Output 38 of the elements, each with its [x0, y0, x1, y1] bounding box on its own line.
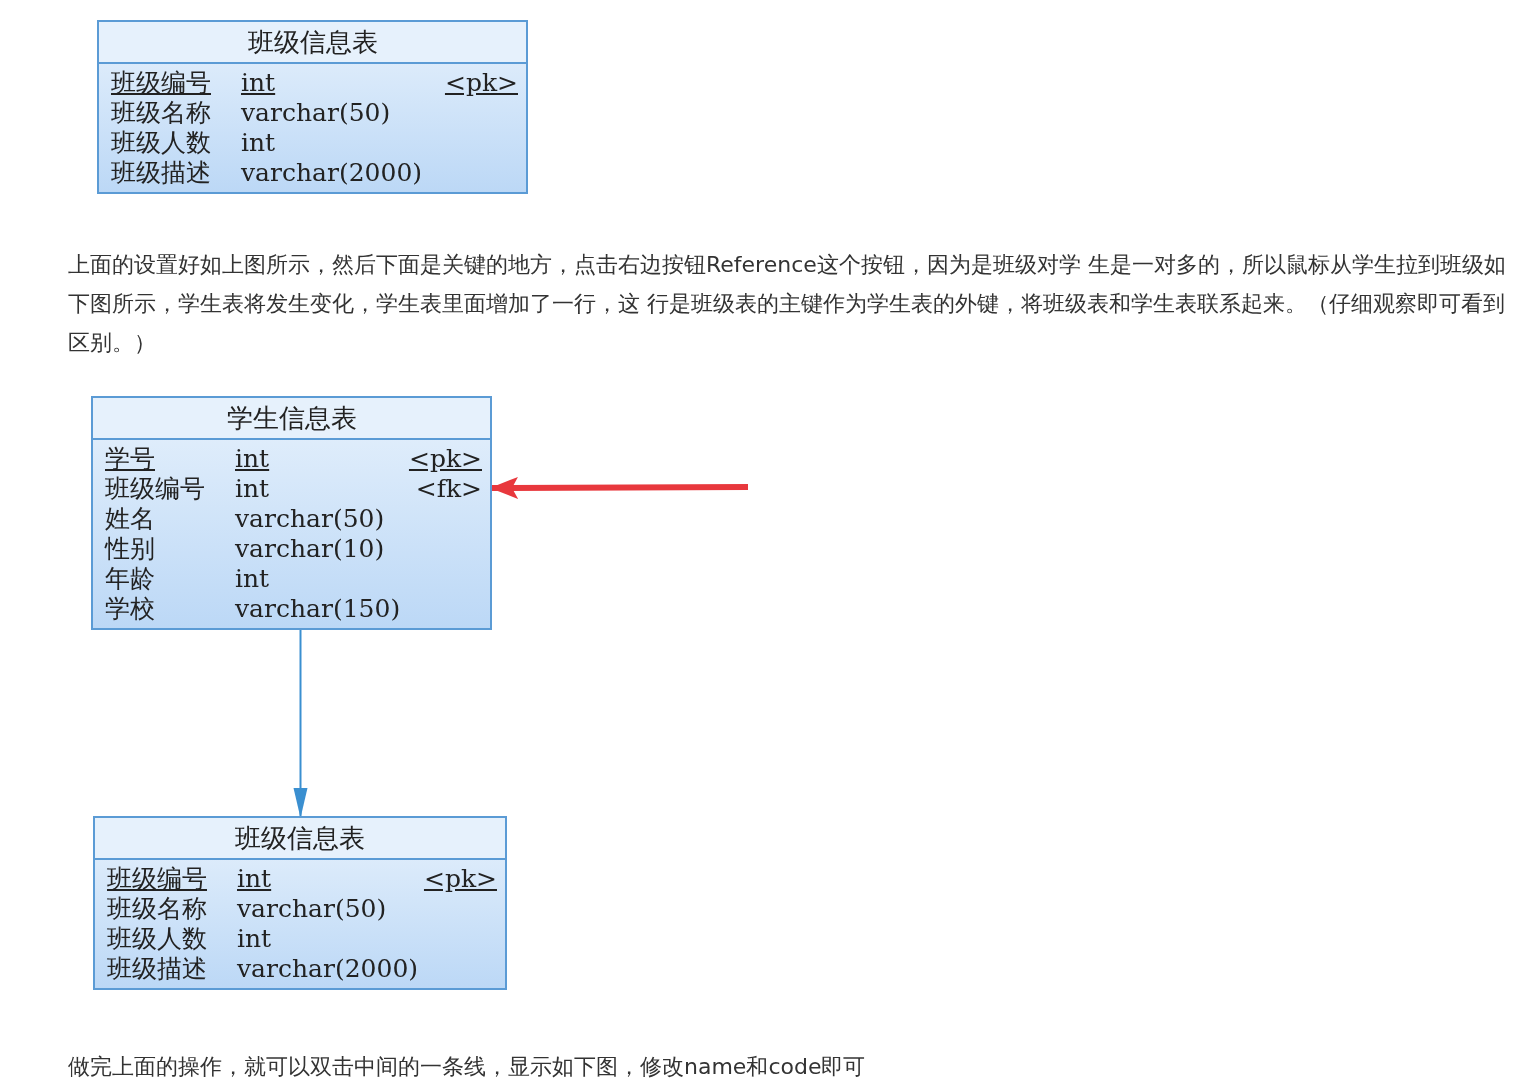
field-name: 性别	[105, 534, 155, 564]
field-type: int	[241, 128, 276, 158]
body-paragraph: 做完上面的操作，就可以双击中间的一条线，显示如下图，修改name和code即可	[68, 1053, 867, 1081]
field-name: 学号	[105, 444, 155, 474]
field-name: 姓名	[105, 504, 155, 534]
body-paragraph: 上面的设置好如上图所示，然后下面是关键的地方，点击右边按钮Reference这个按钮，因为是班级对学 生是一对多的，所以鼠标从学生拉到班级如下图所示，学生表将发生变化，学生表里面增加了一行，这 行是班级表的主键作为学生表的外键，将班级表和学生表联系起来。（仔细观察即可看到区别。）	[68, 251, 1507, 357]
field-name: 年龄	[105, 564, 155, 594]
field-type: int	[237, 864, 272, 894]
field-name: 班级描述	[107, 954, 207, 984]
field-name: 班级名称	[111, 98, 211, 128]
field-type: int	[235, 474, 270, 504]
field-type: varchar(50)	[237, 894, 387, 924]
field-name: 学校	[105, 594, 155, 624]
field-name: 班级编号	[107, 864, 207, 894]
field-type: int	[235, 444, 270, 474]
key-marker: <pk>	[408, 444, 482, 474]
key-marker: <pk>	[423, 864, 497, 894]
field-type: int	[237, 924, 272, 954]
field-type: varchar(10)	[235, 534, 385, 564]
field-type: varchar(50)	[241, 98, 391, 128]
field-name: 班级编号	[105, 474, 205, 504]
reference-connector	[293, 629, 308, 818]
key-marker: <pk>	[444, 68, 518, 98]
key-marker: <fk>	[415, 474, 482, 504]
field-type: varchar(50)	[235, 504, 385, 534]
field-name: 班级名称	[107, 894, 207, 924]
field-name: 班级人数	[107, 924, 207, 954]
entity-table	[93, 816, 507, 990]
field-type: int	[241, 68, 276, 98]
field-type: varchar(2000)	[241, 158, 423, 188]
field-name: 班级编号	[111, 68, 211, 98]
entity-table	[91, 396, 492, 630]
field-type: varchar(2000)	[237, 954, 419, 984]
field-name: 班级人数	[111, 128, 211, 158]
field-type: varchar(150)	[235, 594, 401, 624]
entity-table	[97, 20, 528, 194]
field-type: int	[235, 564, 270, 594]
field-name: 班级描述	[111, 158, 211, 188]
